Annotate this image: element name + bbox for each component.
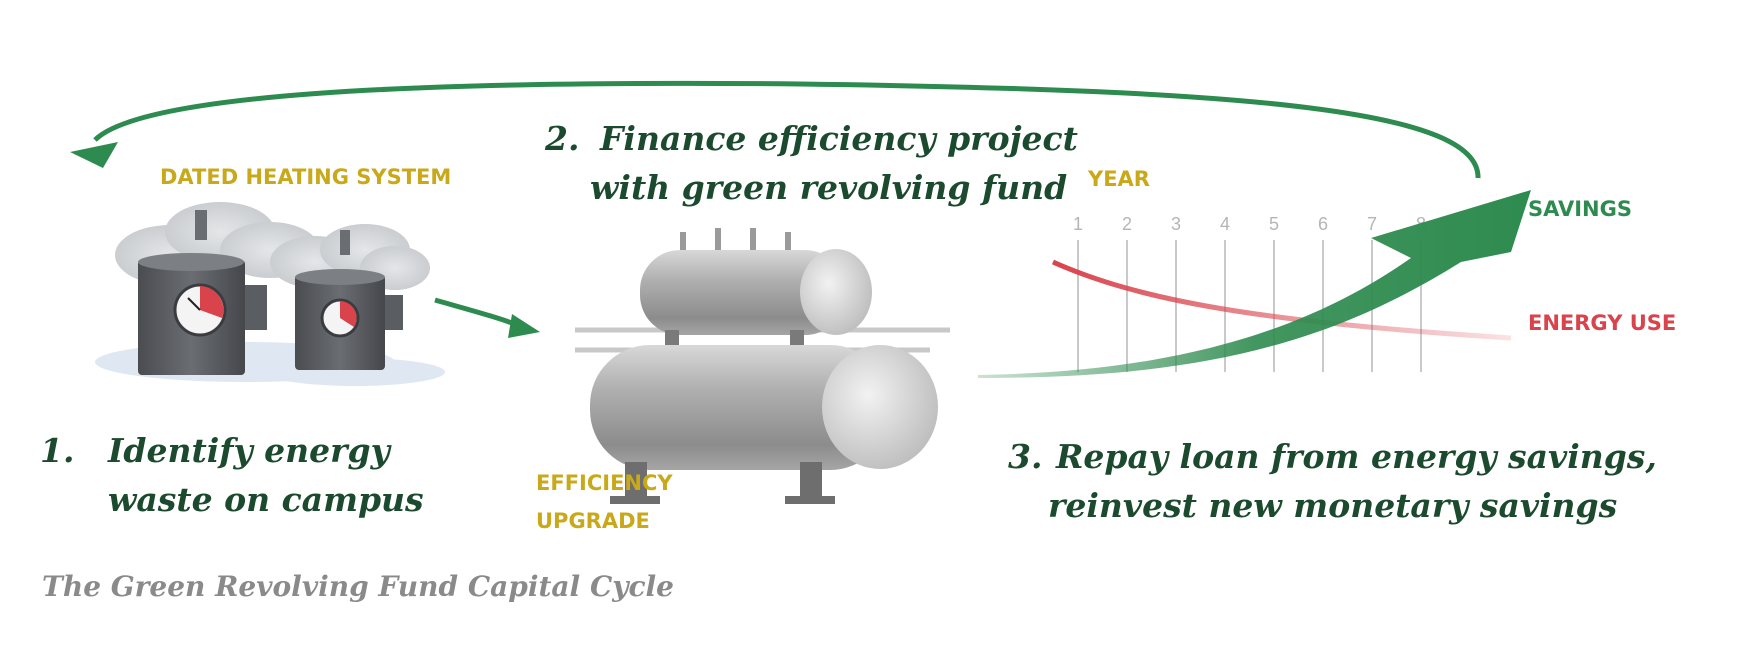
year-tick-label: 3 — [1171, 214, 1181, 234]
savings-label: SAVINGS — [1528, 197, 1632, 221]
step-1-text: 1. Identify energy waste on campus — [40, 426, 424, 524]
savings-series-arrow — [978, 190, 1531, 378]
dated-heating-label: DATED HEATING SYSTEM — [160, 165, 452, 189]
upgrade-arrowhead — [508, 314, 540, 338]
year-chart: 12345678 — [978, 190, 1531, 378]
step-2-line-1: Finance efficiency project — [600, 119, 1078, 158]
diagram-caption: The Green Revolving Fund Capital Cycle — [42, 570, 674, 603]
step-3-text: 3. Repay loan from energy savings, reinve… — [1008, 432, 1657, 530]
step-1-line-1: Identify energy — [108, 431, 390, 470]
step-3-line-2: reinvest new monetary savings — [1048, 486, 1618, 525]
step-2-line-2: with green revolving fund — [590, 168, 1068, 207]
step-2-text: 2. Finance efficiency project with green … — [545, 114, 1078, 212]
year-tick-label: 1 — [1073, 214, 1083, 234]
year-tick-label: 5 — [1269, 214, 1279, 234]
cycle-return-arrow — [93, 80, 1481, 179]
energy-use-label: ENERGY USE — [1528, 311, 1677, 335]
year-label: YEAR — [1088, 167, 1150, 191]
step-3-number: 3. — [1008, 437, 1043, 476]
upgrade-arrow — [434, 297, 521, 329]
year-tick-label: 2 — [1122, 214, 1132, 234]
energy-use-series-line — [1051, 259, 1512, 341]
year-tick-label: 6 — [1318, 214, 1328, 234]
step-1-line-2: waste on campus — [108, 480, 424, 519]
dated-boiler-large — [95, 202, 395, 382]
efficiency-label-line-1: EFFICIENCY — [536, 471, 673, 495]
step-1-number: 1. — [40, 431, 75, 470]
cycle-return-arrowhead — [70, 142, 118, 168]
efficiency-label-line-2: UPGRADE — [536, 509, 650, 533]
dated-boiler-small — [265, 224, 445, 386]
year-tick-label: 7 — [1367, 214, 1377, 234]
year-tick-label: 4 — [1220, 214, 1230, 234]
efficiency-upgrade-label: EFFICIENCY UPGRADE — [536, 464, 673, 540]
step-3-line-1: Repay loan from energy savings, — [1056, 437, 1657, 476]
step-2-number: 2. — [545, 119, 580, 158]
efficiency-tank — [575, 228, 950, 504]
